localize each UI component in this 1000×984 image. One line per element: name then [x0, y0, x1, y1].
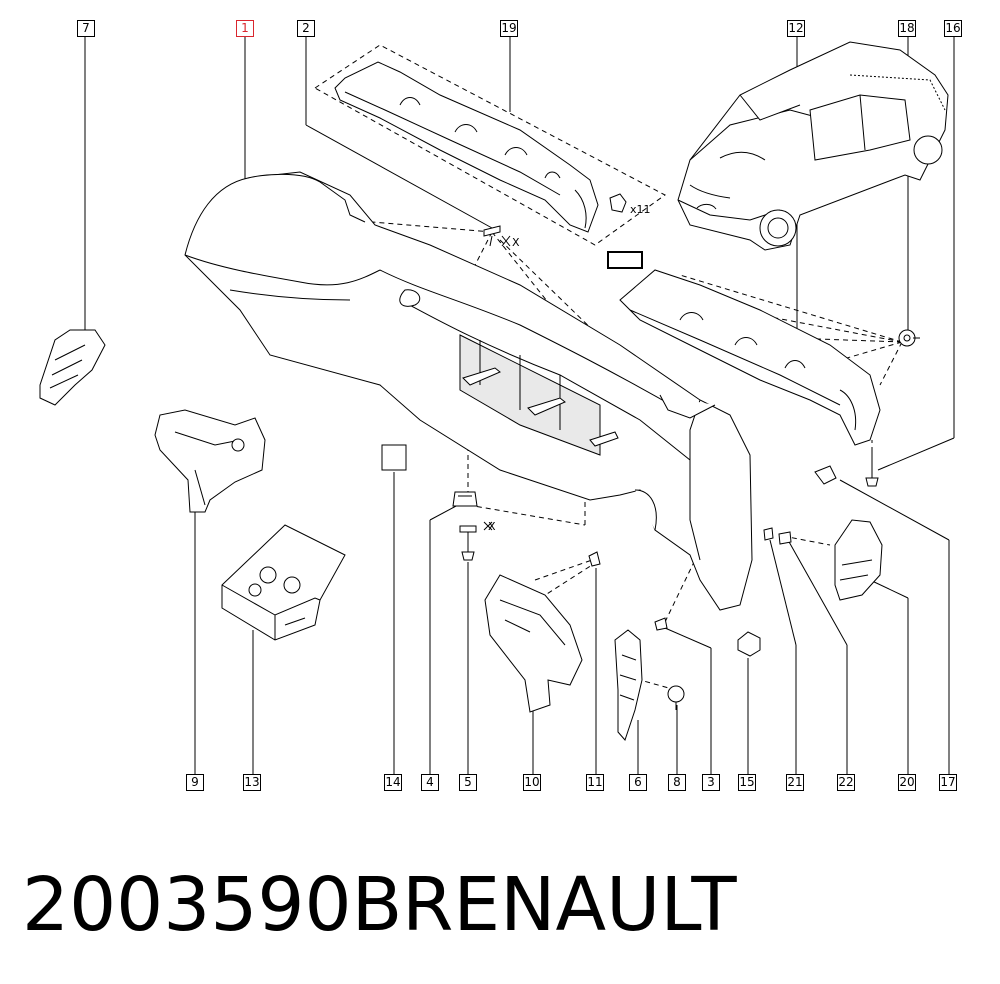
lower-reinforcement-part-12	[619, 269, 881, 446]
cover-part-20	[834, 519, 883, 601]
callout-20: 20	[898, 774, 916, 791]
pad-part-14	[381, 444, 407, 471]
clip-part-11	[588, 551, 601, 567]
x-mark-label-2: X	[488, 520, 496, 533]
clip-part-21	[763, 527, 774, 541]
screw-part-5	[459, 521, 493, 561]
callout-11: 11	[586, 774, 604, 791]
exploded-parts-diagram: X X x11	[39, 37, 955, 775]
part-number: 2003590B	[22, 862, 403, 948]
clip-part-4	[452, 491, 478, 507]
bracket-part-6	[614, 629, 643, 741]
callout-1: 1	[236, 20, 254, 37]
screw-part-3	[654, 617, 668, 631]
callout-18: 18	[898, 20, 916, 37]
upper-reinforcement-part-19	[334, 61, 599, 233]
callout-22: 22	[837, 774, 855, 791]
bracket-part-10	[484, 574, 583, 713]
callout-7: 7	[77, 20, 95, 37]
callout-16: 16	[944, 20, 962, 37]
bracket-part-9	[154, 409, 266, 513]
x-mark-label: X	[512, 236, 520, 249]
callout-19: 19	[500, 20, 518, 37]
brand-name: RENAULT	[402, 862, 737, 948]
clip-x11-group	[609, 193, 627, 213]
callout-21: 21	[786, 774, 804, 791]
callout-6: 6	[629, 774, 647, 791]
callout-17: 17	[939, 774, 957, 791]
assembly-lines	[314, 44, 903, 691]
car-illustration	[677, 41, 949, 251]
screw-part-16	[865, 452, 879, 487]
rivet-part-8	[667, 685, 685, 710]
callout-9: 9	[186, 774, 204, 791]
callout-15: 15	[738, 774, 756, 791]
fitting-kit-box-part-13	[221, 524, 346, 641]
callout-10: 10	[523, 774, 541, 791]
clip-part-22	[778, 531, 792, 545]
callout-2: 2	[297, 20, 315, 37]
rivet-part-18	[898, 329, 920, 347]
nut-part-15	[737, 631, 761, 657]
callout-14: 14	[384, 774, 402, 791]
seal-pad	[607, 251, 643, 269]
quantity-label: x11	[630, 203, 651, 216]
rear-bumper-part-1	[184, 171, 753, 611]
clip-part-17	[814, 465, 837, 485]
callout-8: 8	[668, 774, 686, 791]
callout-5: 5	[459, 774, 477, 791]
bracket-part-7	[39, 329, 106, 406]
callout-4: 4	[421, 774, 439, 791]
callout-12: 12	[787, 20, 805, 37]
callout-13: 13	[243, 774, 261, 791]
screw-part-2	[483, 225, 511, 247]
callout-3: 3	[702, 774, 720, 791]
